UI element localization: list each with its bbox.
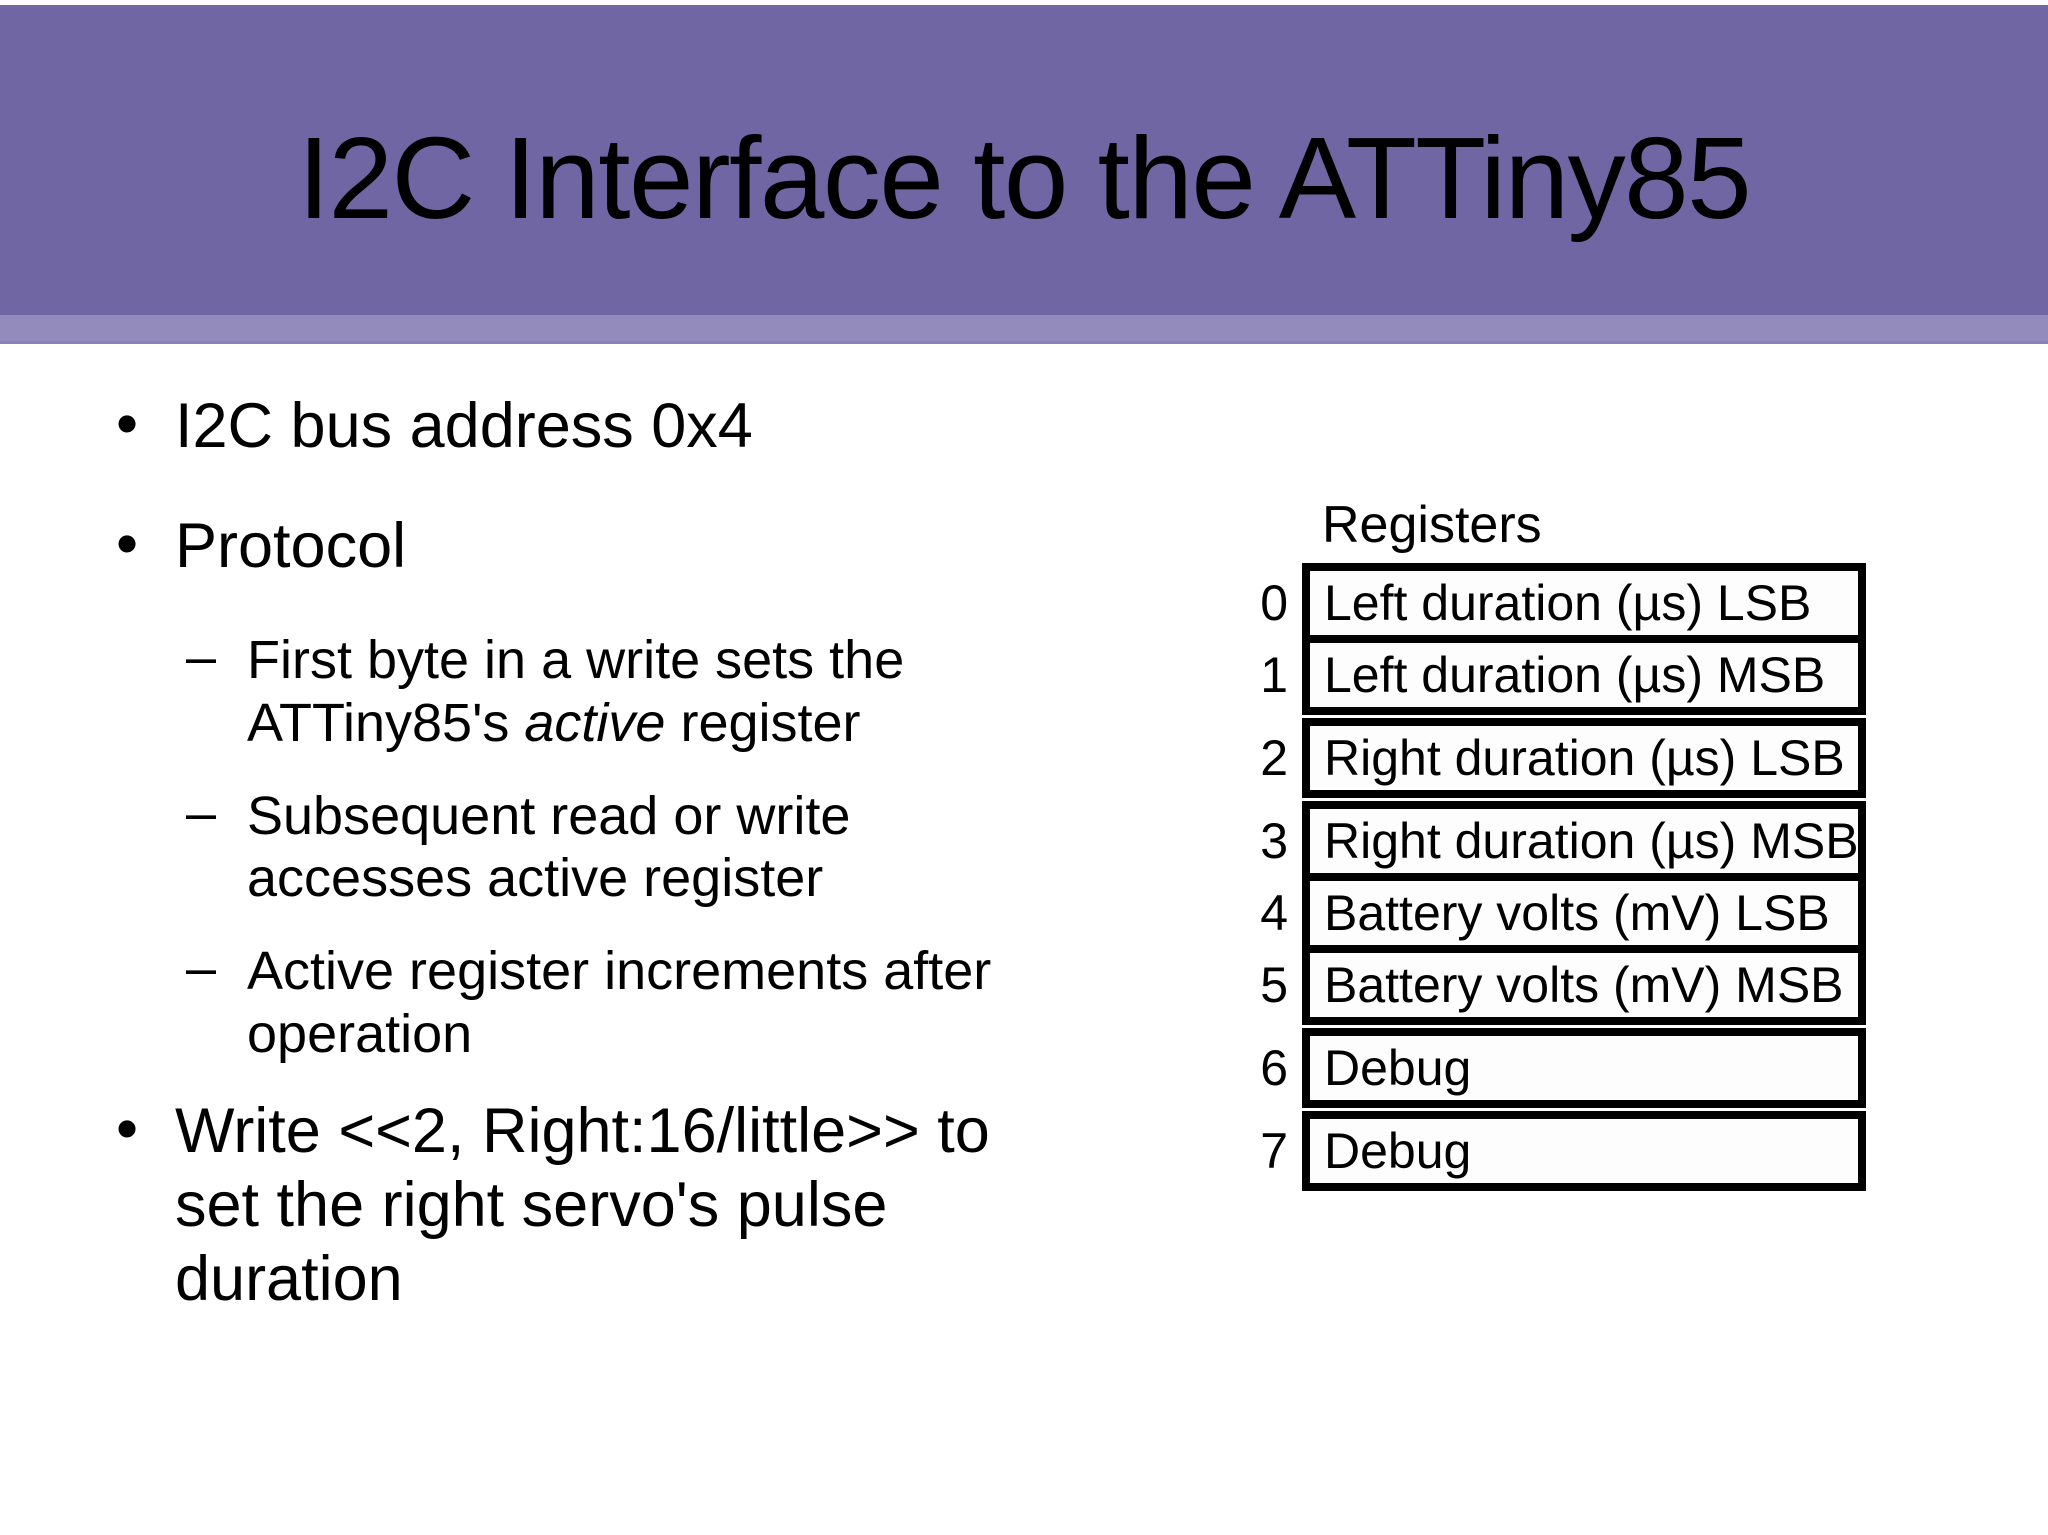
bullet-text: Active register increments after operati…	[247, 940, 992, 1064]
bullet-dot-marker: •	[116, 1094, 139, 1165]
register-index: 2	[1260, 730, 1288, 786]
register-cell: Right duration (µs) LSB	[1302, 718, 1866, 798]
register-cell: Battery volts (mV) LSB	[1302, 873, 1866, 953]
title-band: I2C Interface to the ATTiny85	[0, 5, 2048, 315]
top-edge-strip	[0, 0, 2048, 5]
register-index: 0	[1260, 575, 1288, 631]
bullet-text: I2C bus address 0x4	[175, 391, 753, 461]
bullet-item: –Active register increments after operat…	[90, 937, 1140, 1065]
register-index: 7	[1260, 1123, 1288, 1179]
bullet-item: –Subsequent read or write accesses activ…	[90, 782, 1140, 910]
register-index: 1	[1260, 647, 1288, 703]
bullet-item: • Write <<2, Right:16/little>> to set the…	[90, 1094, 1140, 1316]
bullet-item: –First byte in a write sets the ATTiny85…	[90, 627, 1140, 754]
bullet-item: • I2C bus address 0x4	[90, 389, 1140, 464]
slide-title: I2C Interface to the ATTiny85	[297, 113, 1752, 243]
register-cell: Right duration (µs) MSB	[1302, 801, 1866, 881]
bullet-dash-marker: –	[186, 627, 217, 688]
bullet-text: Protocol	[175, 510, 407, 581]
register-cell: Debug	[1302, 1111, 1866, 1191]
bullet-item: • Protocol	[90, 508, 1140, 584]
register-cell: Debug	[1302, 1028, 1866, 1108]
bullet-text: Write <<2, Right:16/little>> to set the …	[175, 1096, 990, 1314]
bullet-dot-marker: •	[116, 508, 139, 579]
registers-heading: Registers	[1322, 496, 1542, 554]
bullet-text: Subsequent read or write accesses active…	[247, 785, 851, 909]
bullet-dot-marker: •	[116, 389, 139, 459]
register-index: 3	[1260, 813, 1288, 869]
register-cell: Left duration (µs) MSB	[1302, 635, 1866, 715]
bullet-dash-marker: –	[186, 937, 217, 998]
bullet-dash-marker: –	[186, 782, 217, 843]
register-index: 5	[1260, 957, 1288, 1013]
register-cell: Battery volts (mV) MSB	[1302, 945, 1866, 1025]
register-cell: Left duration (µs) LSB	[1302, 563, 1866, 643]
bullet-text: First byte in a write sets the ATTiny85'…	[247, 630, 905, 754]
register-index: 4	[1260, 885, 1288, 941]
bullet-list: •I2C bus address 0x4•Protocol–First byte…	[90, 389, 1140, 1362]
title-band-accent	[0, 315, 2048, 344]
register-index: 6	[1260, 1040, 1288, 1096]
